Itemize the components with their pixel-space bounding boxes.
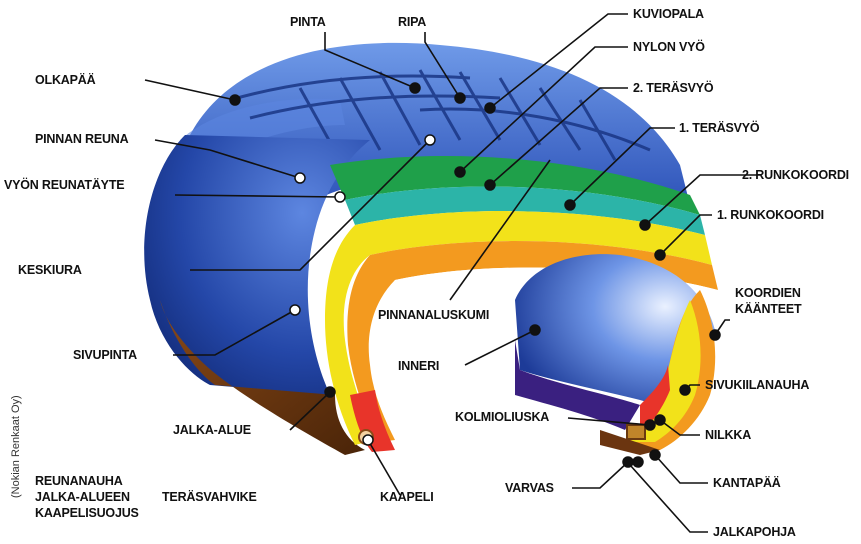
label-kantapaa: KANTAPÄÄ bbox=[713, 476, 781, 491]
label-kaapeli: KAAPELI bbox=[380, 490, 433, 505]
label-2-terasvyo: 2. TERÄSVYÖ bbox=[633, 81, 713, 96]
label-nylon-vyo: NYLON VYÖ bbox=[633, 40, 705, 55]
credit-text: (Nokian Renkaat Oy) bbox=[10, 378, 22, 498]
label-kuviopala: KUVIOPALA bbox=[633, 7, 704, 22]
label-kaapelisuojus: KAAPELISUOJUS bbox=[35, 506, 139, 521]
label-varvas: VARVAS bbox=[505, 481, 554, 496]
label-ripa: RIPA bbox=[398, 15, 426, 30]
label-vyon-reunatayte: VYÖN REUNATÄYTE bbox=[4, 178, 124, 193]
label-pinnanaluskumi: PINNANALUSKUMI bbox=[378, 308, 489, 323]
label-olkapaa: OLKAPÄÄ bbox=[35, 73, 95, 88]
label-keskiura: KESKIURA bbox=[18, 263, 82, 278]
label-terasvahvike: TERÄSVAHVIKE bbox=[162, 490, 257, 505]
label-reunanauha: REUNANAUHA bbox=[35, 474, 123, 489]
label-jalka-alueen: JALKA-ALUEEN bbox=[35, 490, 130, 505]
label-pinta: PINTA bbox=[290, 15, 326, 30]
label-2-runkokoordi: 2. RUNKOKOORDI bbox=[742, 168, 849, 183]
label-sivupinta: SIVUPINTA bbox=[73, 348, 137, 363]
label-jalkapohja: JALKAPOHJA bbox=[713, 525, 796, 540]
label-kolmioliuska: KOLMIOLIUSKA bbox=[455, 410, 549, 425]
label-1-terasvyo: 1. TERÄSVYÖ bbox=[679, 121, 759, 136]
label-1-runkokoordi: 1. RUNKOKOORDI bbox=[717, 208, 824, 223]
label-inneri: INNERI bbox=[398, 359, 439, 374]
label-jalka-alue: JALKA-ALUE bbox=[173, 423, 251, 438]
label-koordien: KOORDIEN bbox=[735, 286, 801, 301]
label-sivukiilanauha: SIVUKIILANAUHA bbox=[705, 378, 809, 393]
label-nilkka: NILKKA bbox=[705, 428, 751, 443]
label-pinnan-reuna: PINNAN REUNA bbox=[35, 132, 128, 147]
label-kaanteet: KÄÄNTEET bbox=[735, 302, 801, 317]
